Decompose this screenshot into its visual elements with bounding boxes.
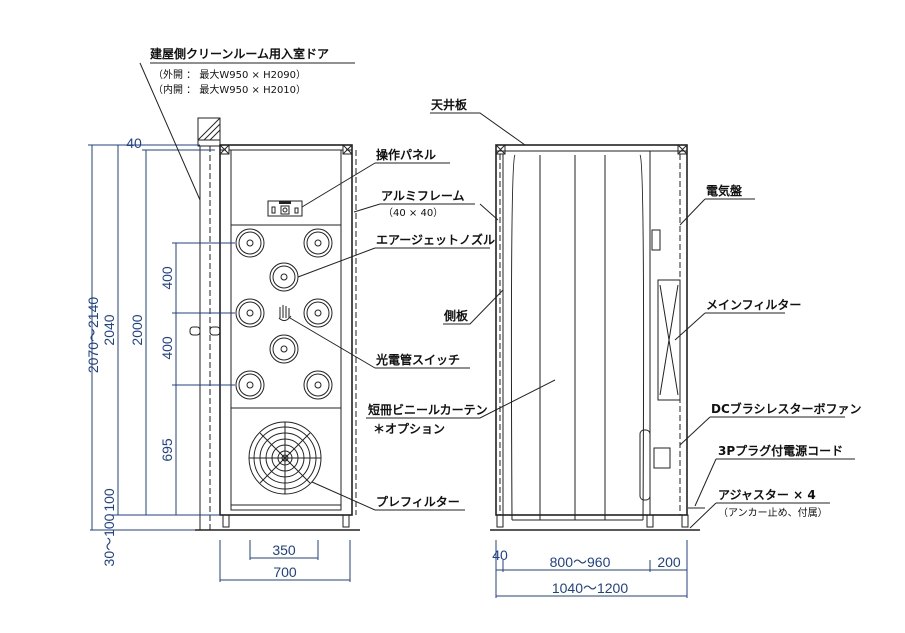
label-aluminum-frame: アルミフレーム	[381, 189, 465, 203]
nozzle	[269, 262, 299, 292]
nozzle	[303, 370, 333, 400]
dim-2040: 2040	[101, 314, 117, 345]
side-view	[490, 144, 705, 531]
annotations: 建屋側クリーンルーム用入室ドア （外開 ： 最大W950 × H2090） （内…	[139, 46, 862, 529]
nozzle	[303, 228, 333, 258]
dim-top-40: 40	[126, 135, 142, 151]
label-side-plate: 側板	[443, 308, 469, 323]
dim-200: 200	[657, 554, 681, 570]
dim-100: 100	[101, 488, 117, 512]
nozzle	[303, 298, 333, 328]
front-frame	[219, 144, 353, 516]
front-view	[189, 117, 360, 531]
vinyl-curtain	[510, 154, 645, 521]
dim-350: 350	[272, 542, 296, 558]
dim-700: 700	[273, 564, 297, 580]
label-control-panel: 操作パネル	[376, 147, 436, 162]
label-vinyl-curtain: 短冊ビニールカーテン	[368, 402, 488, 417]
nozzle	[269, 334, 299, 364]
label-photo-switch: 光電管スイッチ	[375, 352, 460, 367]
nozzle	[235, 228, 265, 258]
label-option: ＊オプション	[373, 421, 445, 436]
dim-30-100: 30～100	[101, 513, 117, 566]
prefilter-fan	[248, 421, 322, 495]
label-ceiling-plate: 天井板	[431, 97, 468, 112]
door	[189, 117, 221, 530]
dim-2000: 2000	[129, 314, 145, 345]
label-electric-panel: 電気盤	[706, 183, 743, 198]
air-jet-nozzles	[235, 228, 333, 400]
dim-400-a: 400	[159, 266, 175, 290]
dim-400-b: 400	[159, 336, 175, 360]
label-adjuster-note: （アンカー止め、付属）	[718, 506, 828, 519]
nozzle	[235, 370, 265, 400]
label-prefilter: プレフィルター	[376, 494, 460, 509]
hand-sensor-icon	[278, 305, 292, 322]
nozzle	[235, 298, 265, 328]
label-door-outer: （外開 ： 最大W950 × H2090）	[153, 68, 306, 81]
dim-800-960: 800～960	[550, 554, 611, 570]
door-handle	[189, 326, 201, 336]
label-dc-fan: DCブラシレスターボファン	[711, 401, 862, 416]
main-filter	[657, 279, 681, 401]
dim-695: 695	[159, 438, 175, 462]
label-door: 建屋側クリーンルーム用入室ドア	[149, 46, 329, 61]
label-adjuster: アジャスター × 4	[718, 488, 816, 502]
dim-1040-1200: 1040～1200	[552, 580, 629, 596]
label-air-jet-nozzle: エアージェットノズル	[376, 232, 495, 247]
control-panel	[267, 200, 303, 217]
dim-total-height: 2070～2140	[85, 297, 101, 374]
label-frame-size: （40 × 40）	[383, 207, 443, 219]
dimensions: 2070～2140 2040 2000 40 400 400 695 100 3…	[85, 135, 688, 598]
label-power-cord: 3Pプラグ付電源コード	[718, 443, 843, 458]
dim-side-40: 40	[492, 547, 508, 563]
label-door-inner: （内開 ： 最大W950 × H2010）	[153, 83, 306, 96]
label-main-filter: メインフィルター	[706, 298, 801, 312]
turbo-fan	[639, 429, 651, 501]
